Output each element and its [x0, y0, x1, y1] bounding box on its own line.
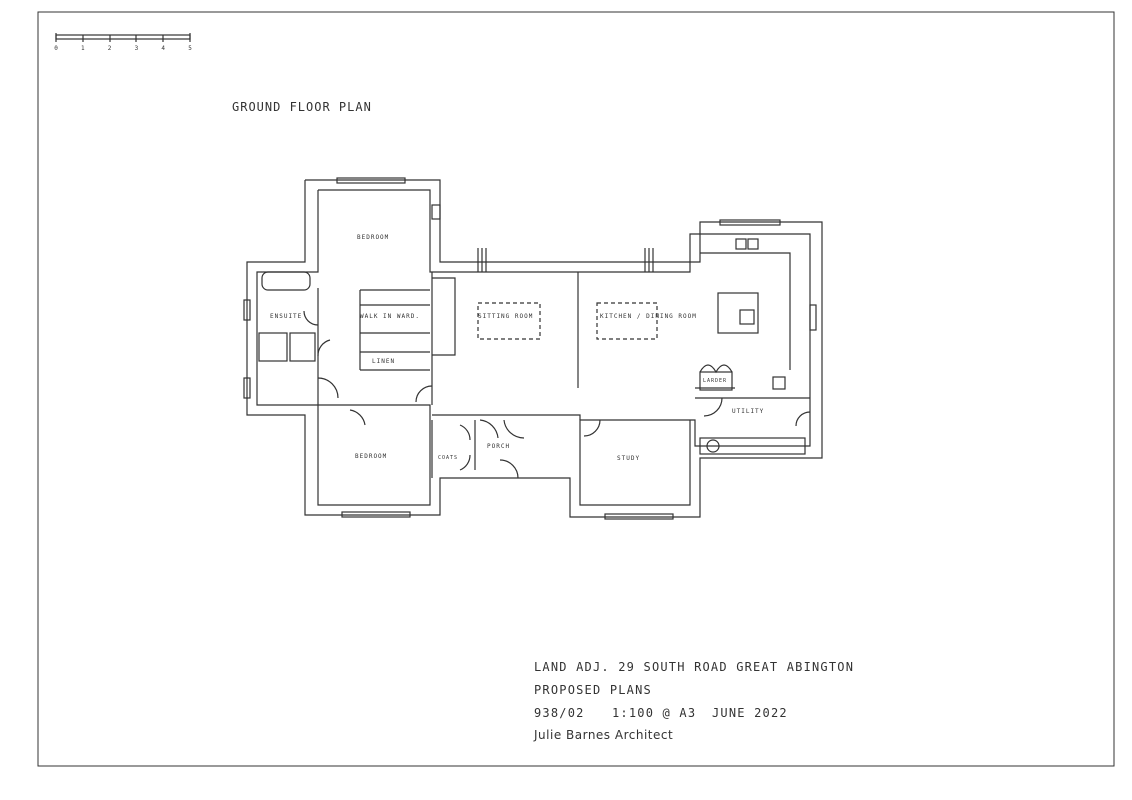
room-label-linen: LINEN — [372, 358, 396, 365]
scale-bar-tick-label: 5 — [188, 45, 192, 52]
site-address: LAND ADJ. 29 SOUTH ROAD GREAT ABINGTON — [534, 660, 855, 674]
drawing-number: 938/02 — [534, 706, 585, 720]
drawing-title: GROUND FLOOR PLAN — [232, 100, 372, 114]
scale-bar — [55, 33, 191, 42]
room-label-utility: UTILITY — [732, 408, 765, 415]
scale-bar-tick-label: 1 — [81, 45, 85, 52]
drawing-date: JUNE 2022 — [712, 706, 788, 720]
room-label-kitchen-dining: KITCHEN / DINING ROOM — [600, 313, 697, 320]
room-label-porch: PORCH — [487, 443, 511, 450]
room-label-study: STUDY — [617, 455, 641, 462]
room-label-sitting-room: SITTING ROOM — [478, 313, 534, 320]
drawing-description: PROPOSED PLANS — [534, 683, 652, 697]
scale-bar-tick-label: 3 — [135, 45, 139, 52]
room-label-bedroom: BEDROOM — [357, 234, 390, 241]
room-label-bedroom-2: BEDROOM — [355, 453, 388, 460]
room-label-larder: LARDER — [703, 378, 728, 384]
scale-bar-tick-label: 2 — [108, 45, 112, 52]
architect-name: Julie Barnes Architect — [534, 728, 674, 742]
scale-bar-tick-label: 4 — [161, 45, 165, 52]
scale-bar-tick-label: 0 — [54, 45, 58, 52]
drawing-scale: 1:100 @ A3 — [612, 706, 697, 720]
walls — [243, 177, 823, 520]
room-label-walk-in-wardrobe: WALK IN WARD. — [360, 313, 420, 320]
sheet-border — [37, 11, 1115, 767]
room-label-coats: COATS — [438, 455, 459, 461]
room-label-ensuite: ENSUITE — [270, 313, 303, 320]
